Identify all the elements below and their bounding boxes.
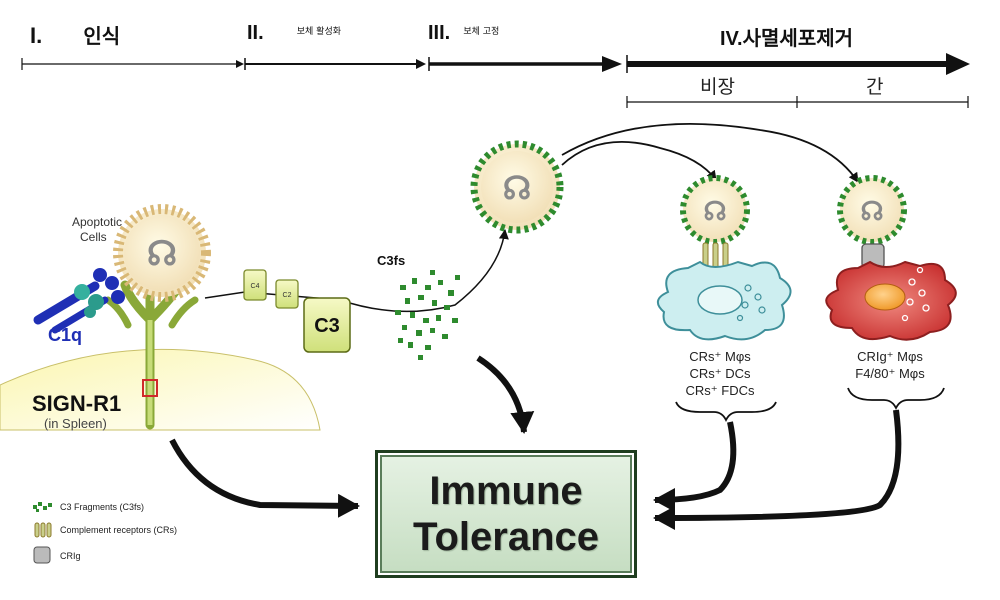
immune-tolerance-box: Immune Tolerance bbox=[375, 450, 637, 578]
spleen-cell-type-1: CRs⁺ Mφs bbox=[689, 349, 751, 364]
c3-label: C3 bbox=[314, 315, 340, 337]
crig-icon bbox=[33, 546, 51, 564]
spleen-opsonized-cell: ☊ bbox=[680, 175, 750, 245]
nuclear-fragments-icon: ☊ bbox=[703, 196, 726, 226]
spleen-cell-type-3: CRs⁺ FDCs bbox=[686, 383, 755, 398]
liver-bracket bbox=[847, 387, 945, 411]
liver-macrophage-vesicles bbox=[901, 266, 930, 322]
tolerance-text: Tolerance bbox=[413, 515, 599, 559]
legend-c3-fragments: C3 Fragments (C3fs) bbox=[60, 502, 145, 512]
c4-label: C4 bbox=[251, 283, 260, 290]
stage-4-numeral: IV. bbox=[720, 28, 743, 50]
stage-1-text: 인식 bbox=[83, 24, 121, 48]
stage-2-numeral: II. bbox=[247, 22, 264, 44]
c3-box: C3 bbox=[303, 297, 351, 353]
spleen-label: 비장 bbox=[700, 76, 735, 98]
stage-2-label: II. 보체 활성화 bbox=[247, 22, 341, 45]
apoptotic-cell-left: ☊ bbox=[113, 204, 211, 302]
arrow-to-liver-cell bbox=[561, 122, 859, 183]
liver-cell-type-2: F4/80⁺ Mφs bbox=[855, 366, 925, 381]
c1q-label: C1q bbox=[48, 325, 82, 345]
stage-2-text: 보체 활성화 bbox=[296, 27, 342, 37]
liver-label: 간 bbox=[866, 76, 884, 98]
c2-box: C2 bbox=[275, 279, 299, 309]
arrow-c3fs-to-tolerance bbox=[476, 355, 535, 434]
liver-opsonized-cell: ☊ bbox=[837, 175, 907, 245]
arrow-liver-to-tolerance bbox=[653, 409, 902, 530]
legend-crig: CRIg bbox=[60, 551, 81, 561]
apoptotic-label-line1: Apoptotic bbox=[72, 215, 122, 229]
stage-4-text: 사멸세포제거 bbox=[742, 26, 854, 50]
apoptotic-label-line2: Cells bbox=[80, 230, 107, 244]
stage-3-text: 보체 고정 bbox=[463, 27, 500, 37]
complement-receptor-icon bbox=[34, 522, 52, 538]
timeline bbox=[21, 53, 970, 108]
sign-r1-label: SIGN-R1 bbox=[32, 391, 121, 416]
spleen-cell-type-2: CRs⁺ DCs bbox=[689, 366, 751, 381]
arrow-signr1-to-tolerance bbox=[169, 438, 360, 518]
c3fs-label: C3fs bbox=[377, 253, 405, 268]
c3-fragments-icon bbox=[33, 502, 52, 512]
stage-4-label: IV.사멸세포제거 bbox=[720, 22, 853, 51]
nuclear-fragments-icon: ☊ bbox=[860, 196, 883, 226]
stage-3-numeral: III. bbox=[428, 22, 451, 44]
nuclear-fragments-icon: ☊ bbox=[503, 170, 531, 206]
spleen-tissue bbox=[0, 348, 321, 431]
in-spleen-label: (in Spleen) bbox=[44, 416, 107, 431]
arrow-to-spleen-cell bbox=[561, 141, 717, 181]
c4-box: C4 bbox=[243, 269, 267, 301]
c3-fragments-cluster bbox=[395, 270, 460, 360]
legend-complement-receptors: Complement receptors (CRs) bbox=[60, 525, 178, 535]
immune-text: Immune bbox=[429, 469, 583, 513]
stage-1-label: I. 인식 bbox=[30, 20, 120, 49]
arrow-spleen-to-tolerance bbox=[653, 421, 737, 512]
spleen-macrophage-vesicles bbox=[736, 284, 766, 322]
nuclear-fragments-icon: ☊ bbox=[147, 235, 177, 273]
c2-label: C2 bbox=[283, 292, 292, 299]
c1q-complex bbox=[33, 268, 125, 334]
stage-3-label: III. 보체 고정 bbox=[428, 22, 499, 45]
spleen-bracket bbox=[675, 401, 777, 423]
opsonized-cell-center: ☊ bbox=[470, 140, 564, 234]
stage-1-numeral: I. bbox=[30, 23, 43, 48]
liver-cell-type-1: CRIg⁺ Mφs bbox=[857, 349, 923, 364]
